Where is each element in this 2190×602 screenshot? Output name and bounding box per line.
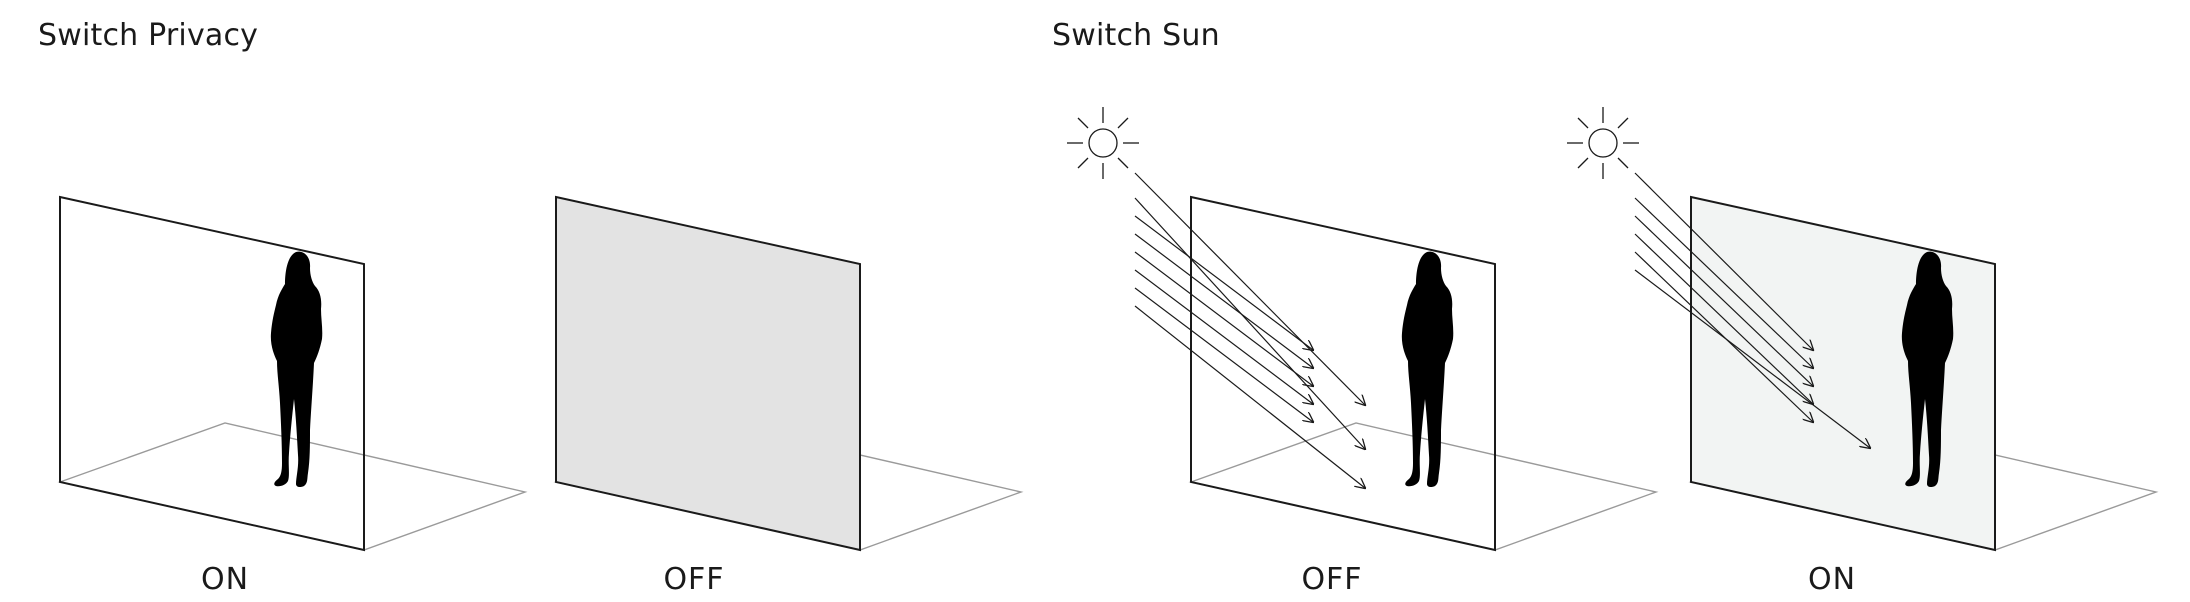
sun-rays bbox=[1134, 172, 1365, 488]
sun-icon bbox=[1567, 107, 1639, 179]
floor-plane bbox=[57, 422, 528, 551]
section-title-sun: Switch Sun bbox=[1052, 18, 1220, 53]
glass-pane bbox=[59, 195, 365, 552]
panel-privacy-on bbox=[57, 195, 528, 552]
floor-plane bbox=[1188, 422, 1659, 551]
caption-privacy-on: ON bbox=[200, 562, 250, 597]
panel-sun-off bbox=[1067, 107, 1659, 552]
person-silhouette bbox=[270, 251, 323, 488]
caption-sun-on: ON bbox=[1807, 562, 1857, 597]
person-silhouette bbox=[1401, 251, 1454, 488]
caption-sun-off: OFF bbox=[1301, 562, 1363, 597]
panel-sun-on bbox=[1567, 107, 2159, 552]
caption-privacy-off: OFF bbox=[663, 562, 725, 597]
sun-icon bbox=[1067, 107, 1139, 179]
section-title-privacy: Switch Privacy bbox=[38, 18, 259, 53]
glass-pane bbox=[555, 195, 861, 552]
panel-privacy-off bbox=[553, 195, 1024, 552]
glass-pane bbox=[1690, 195, 1996, 552]
glass-pane bbox=[1190, 195, 1496, 552]
sun-rays bbox=[1634, 172, 1870, 448]
